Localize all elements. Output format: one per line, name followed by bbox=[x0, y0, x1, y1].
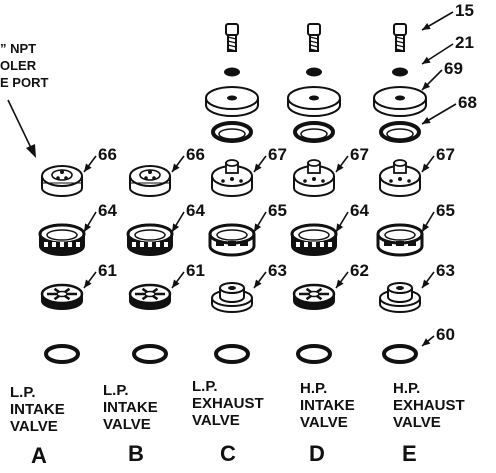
part-e-gasket: 60 bbox=[382, 325, 455, 364]
part-number-label: 68 bbox=[458, 93, 477, 112]
part-number-label: 64 bbox=[98, 201, 117, 220]
column-a-letter: A bbox=[31, 443, 47, 468]
arrow-head-icon bbox=[254, 223, 262, 232]
part-d-plate: 62 bbox=[292, 261, 369, 310]
part-e-cap-tall: 67 bbox=[379, 145, 455, 197]
column-e-letter: E bbox=[402, 441, 417, 466]
part-number-label: 65 bbox=[268, 201, 287, 220]
part-number-label: 64 bbox=[350, 201, 369, 220]
arrow-head-icon bbox=[84, 163, 92, 172]
arrow-head-icon bbox=[422, 56, 431, 64]
part-a-plate: 61 bbox=[40, 261, 117, 310]
arrow-head-icon bbox=[422, 116, 431, 124]
part-number-label: 61 bbox=[186, 261, 205, 280]
part-d-cage-intake: 64 bbox=[290, 201, 369, 256]
part-number-label: 60 bbox=[436, 325, 455, 344]
arrow-head-icon bbox=[422, 81, 431, 90]
part-number-label: 67 bbox=[436, 145, 455, 164]
part-number-label: 63 bbox=[436, 261, 455, 280]
part-number-label: 63 bbox=[268, 261, 287, 280]
column-b-letter: B bbox=[128, 441, 144, 466]
part-number-label: 64 bbox=[186, 201, 205, 220]
part-number-label: 66 bbox=[98, 145, 117, 164]
part-e-seat: 63 bbox=[379, 261, 455, 313]
part-number-label: 67 bbox=[350, 145, 369, 164]
part-c-seat: 63 bbox=[211, 261, 287, 313]
part-c-bolt bbox=[225, 23, 239, 52]
part-c-gasket bbox=[214, 344, 250, 364]
arrow-head-icon bbox=[422, 338, 431, 346]
part-number-label: 66 bbox=[186, 145, 205, 164]
column-c-label: L.P. EXHAUST VALVE bbox=[192, 378, 264, 429]
part-d-disc bbox=[287, 86, 341, 117]
part-c-disc bbox=[205, 86, 259, 117]
column-d-letter: D bbox=[309, 441, 325, 466]
part-a-cap: 66 bbox=[41, 145, 117, 197]
part-number-label: 62 bbox=[350, 261, 369, 280]
part-c-ring bbox=[211, 121, 253, 143]
arrow-head-icon bbox=[172, 223, 180, 232]
part-number-label: 21 bbox=[455, 33, 474, 52]
arrow-head-icon bbox=[84, 279, 92, 288]
npt-callout-arrow bbox=[7, 99, 36, 158]
npt-port-callout: ” NPT OLER E PORT bbox=[0, 41, 49, 90]
arrow-head-icon bbox=[336, 279, 344, 288]
part-e-ring: 68 bbox=[379, 93, 477, 143]
arrow-head-icon bbox=[422, 163, 430, 172]
column-e-label: H.P. EXHAUST VALVE bbox=[393, 380, 465, 431]
part-d-cap-tall: 67 bbox=[293, 145, 369, 197]
part-b-cap: 66 bbox=[129, 145, 205, 197]
part-number-label: 15 bbox=[455, 1, 474, 20]
part-number-label: 65 bbox=[436, 201, 455, 220]
part-d-washer bbox=[306, 67, 322, 77]
column-a-label: L.P. INTAKE VALVE bbox=[10, 384, 65, 435]
part-c-cage-exhaust: 65 bbox=[208, 201, 287, 257]
arrow-head-icon bbox=[422, 279, 430, 288]
arrow-head-icon bbox=[172, 279, 180, 288]
arrow-head-icon bbox=[84, 223, 92, 232]
part-c-cap-tall: 67 bbox=[211, 145, 287, 197]
column-c-letter: C bbox=[220, 441, 236, 466]
arrow-head-icon bbox=[336, 223, 344, 232]
part-d-gasket bbox=[296, 344, 332, 364]
part-a-gasket bbox=[44, 344, 80, 364]
part-e-bolt: 15 bbox=[393, 1, 474, 52]
part-d-ring bbox=[293, 121, 335, 143]
part-c-washer bbox=[224, 67, 240, 77]
column-d-label: H.P. INTAKE VALVE bbox=[300, 380, 355, 431]
arrow-head-icon bbox=[26, 144, 36, 158]
part-number-label: 67 bbox=[268, 145, 287, 164]
part-a-cage-intake: 64 bbox=[38, 201, 117, 256]
arrow-head-icon bbox=[422, 223, 430, 232]
part-e-disc: 69 bbox=[373, 59, 463, 117]
arrow-head-icon bbox=[172, 163, 180, 172]
part-number-label: 61 bbox=[98, 261, 117, 280]
part-e-washer: 21 bbox=[392, 33, 474, 77]
part-b-gasket bbox=[132, 344, 168, 364]
column-b-label: L.P. INTAKE VALVE bbox=[103, 382, 158, 433]
part-b-plate: 61 bbox=[128, 261, 205, 310]
part-b-cage-intake: 64 bbox=[126, 201, 205, 256]
arrow-head-icon bbox=[422, 22, 431, 30]
part-d-bolt bbox=[307, 23, 321, 52]
arrow-head-icon bbox=[254, 279, 262, 288]
part-e-cage-exhaust: 65 bbox=[376, 201, 455, 257]
part-number-label: 69 bbox=[444, 59, 463, 78]
arrow-head-icon bbox=[336, 163, 344, 172]
arrow-head-icon bbox=[254, 163, 262, 172]
